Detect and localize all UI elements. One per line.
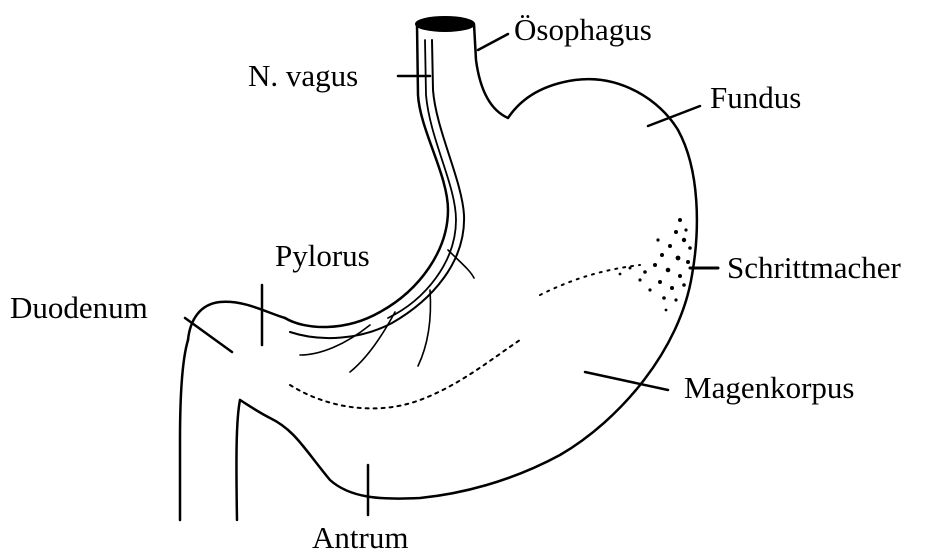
- pacemaker-zone: [619, 218, 692, 311]
- label-pylorus: Pylorus: [275, 240, 370, 271]
- label-oesophagus: Ösophagus: [514, 14, 652, 45]
- leader-corpus: [585, 372, 668, 390]
- label-duodenum: Duodenum: [10, 292, 148, 323]
- label-pacemaker: Schrittmacher: [727, 252, 901, 283]
- duodenum-outer: [180, 340, 188, 520]
- label-corpus: Magenkorpus: [684, 372, 854, 403]
- label-vagus: N. vagus: [248, 60, 358, 91]
- duodenum-inner: [236, 400, 240, 520]
- vagus-branch-2: [418, 290, 431, 366]
- esophagus-opening: [416, 17, 474, 31]
- label-antrum: Antrum: [312, 522, 408, 553]
- lesser-curvature: [188, 302, 285, 340]
- leader-oesophagus: [478, 34, 508, 50]
- vagus-branch-4: [300, 325, 370, 355]
- corpus-boundary: [540, 265, 640, 295]
- leader-duodenum: [185, 318, 232, 352]
- label-fundus: Fundus: [710, 82, 801, 113]
- greater-curvature: [240, 130, 697, 499]
